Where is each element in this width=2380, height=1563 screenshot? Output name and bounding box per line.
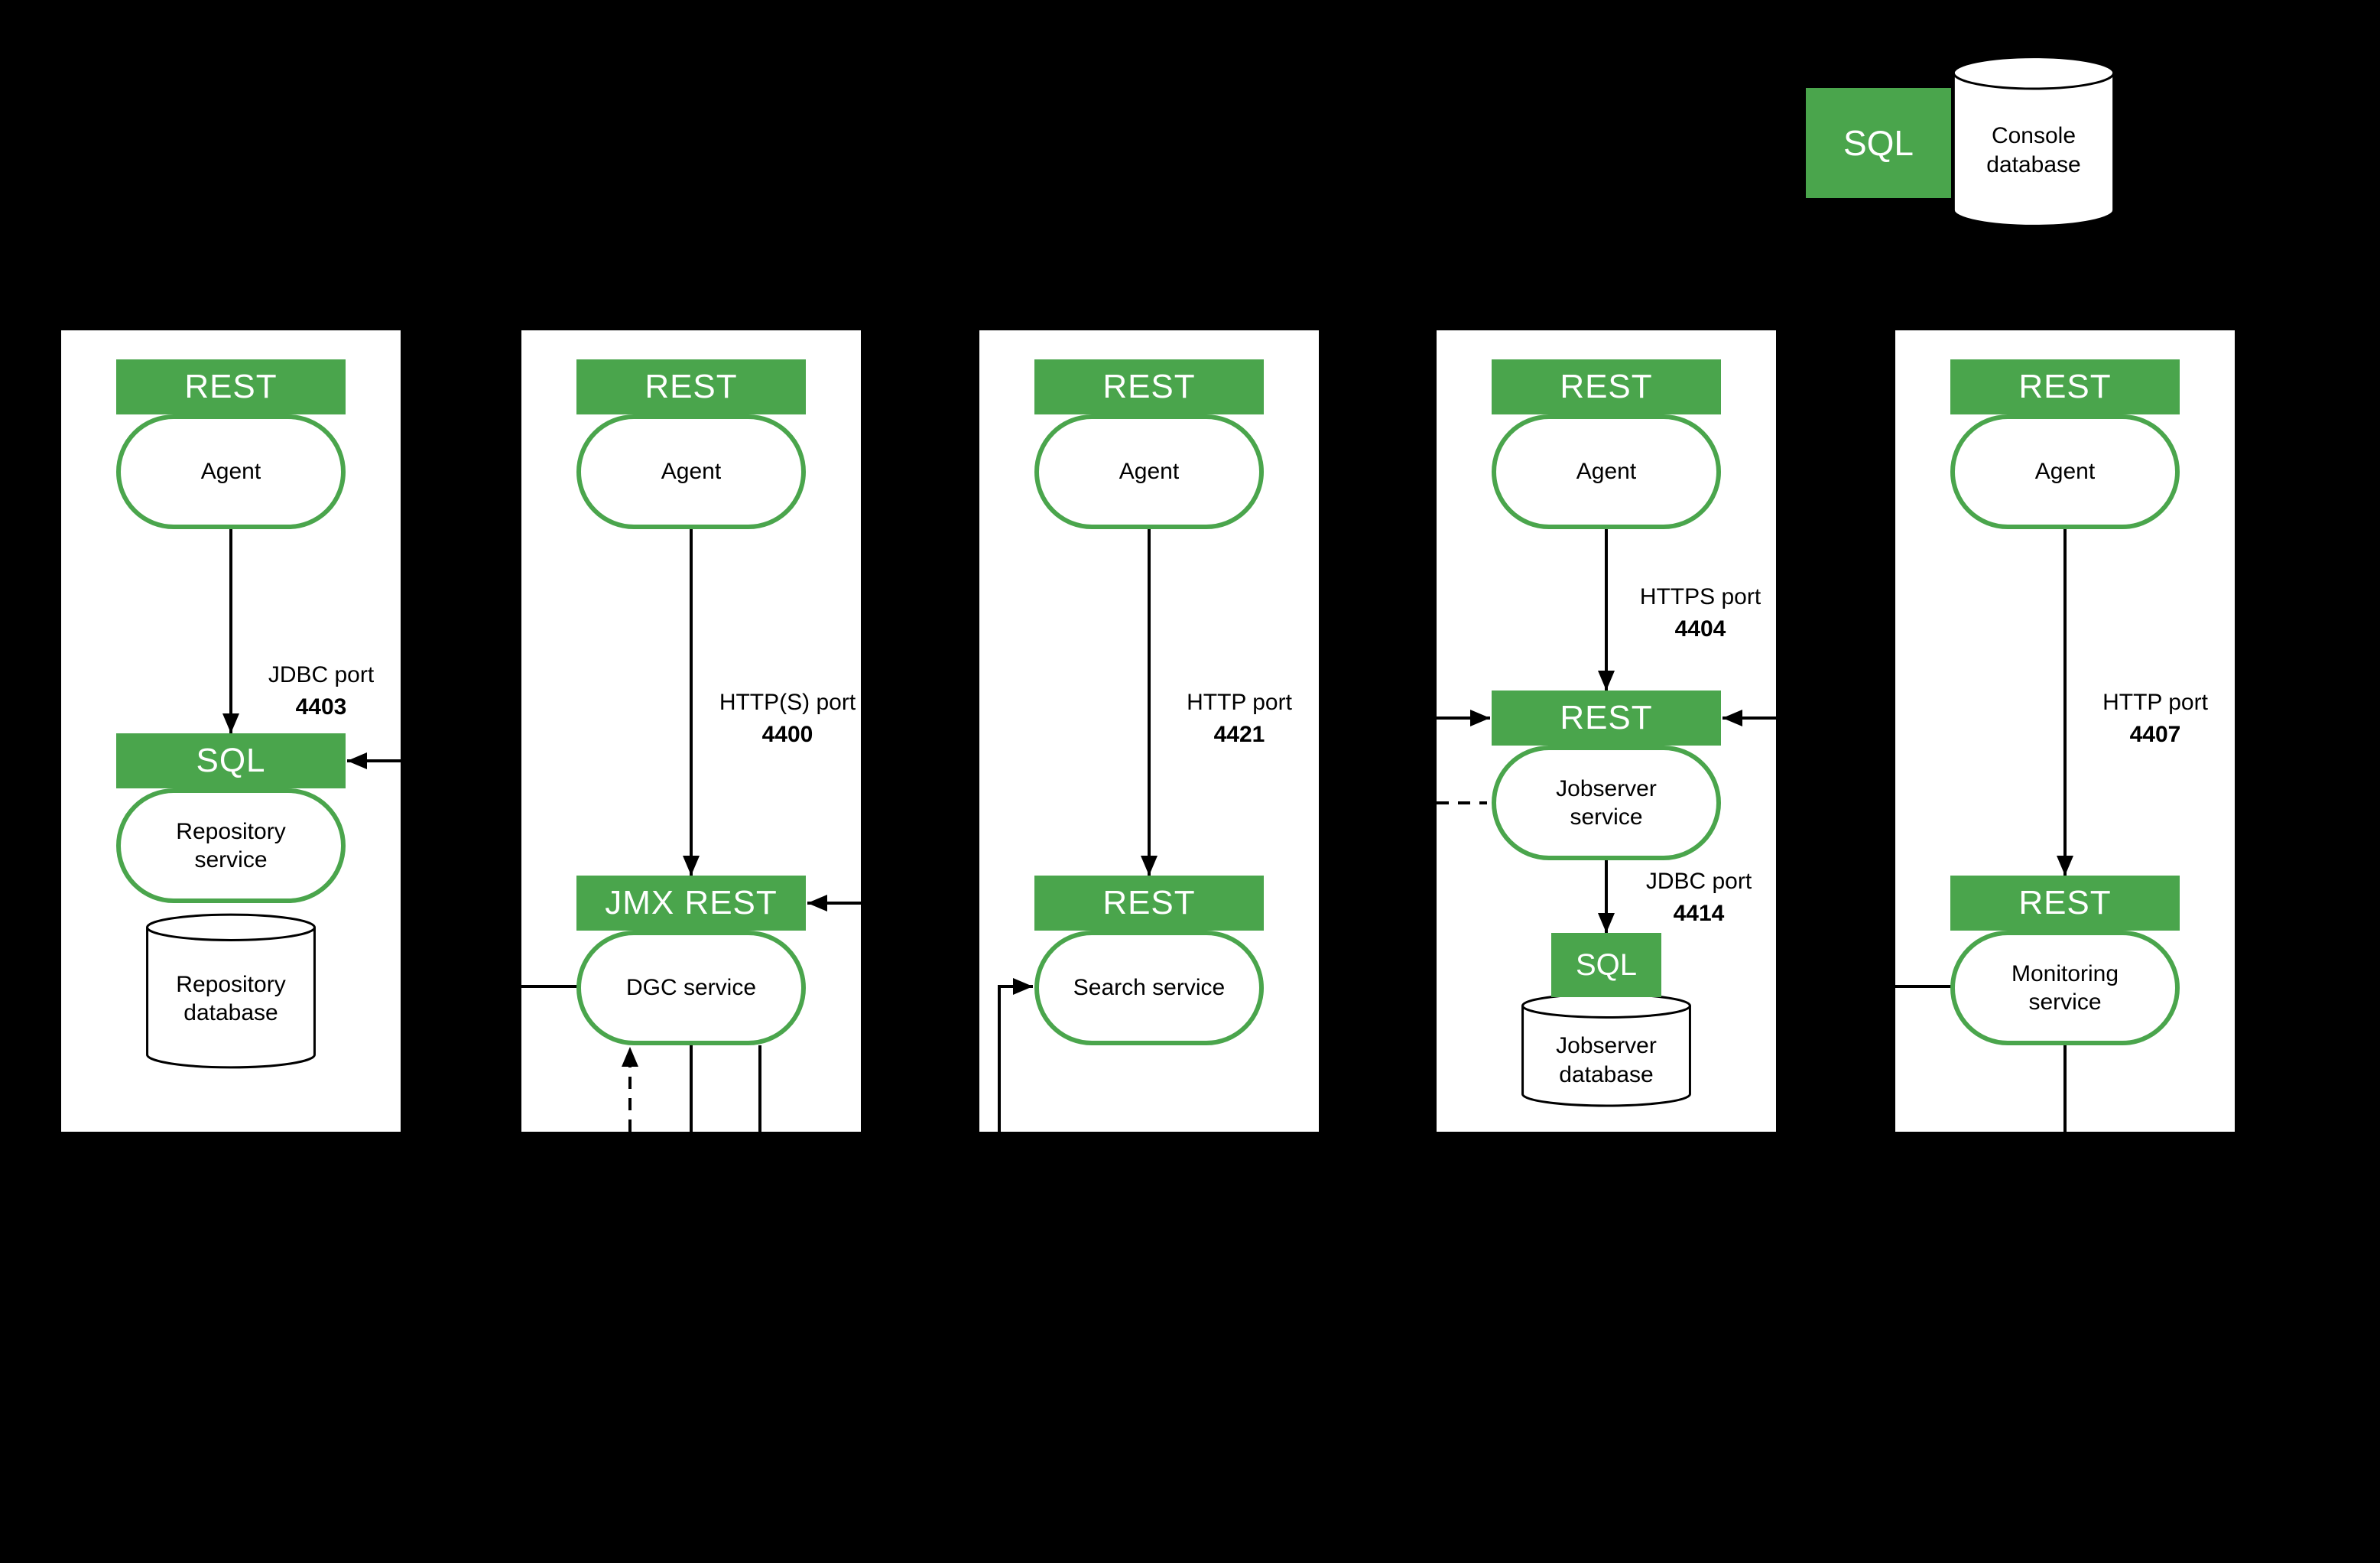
dgc-service-label: DGC service [625,975,757,1001]
port-protocol-text: JDBC port [268,662,375,687]
search-agent-pill: Agent [1034,414,1264,529]
jobserver-service-label: Jobserver service [1556,775,1657,830]
panel-jobserver: REST Agent HTTPS port 4404 REST Jobserve… [1437,330,1776,1132]
repository-service-label: Repository service [176,818,286,873]
repository-rest-box: REST [116,359,346,414]
search-service-label: Search service [1073,975,1226,1001]
repository-agent-label: Agent [200,459,261,485]
port-number-text: 4403 [295,694,347,720]
monitoring-service-pill: Monitoring service [1950,931,2180,1045]
dgc-rest-box: REST [576,359,806,414]
jobserver-jdbc-port-label: JDBC port 4414 [1626,866,1771,930]
monitoring-service-rest-box: REST [1950,876,2180,931]
dgc-jmx-rest-box: JMX REST [576,876,806,931]
dgc-jmx-rest-label: JMX REST [605,884,778,921]
dgc-agent-pill: Agent [576,414,806,529]
port-number-text: 4404 [1674,616,1726,642]
jobserver-rest-label: REST [1560,368,1653,405]
repository-port-label: JDBC port 4403 [245,659,398,723]
search-agent-label: Agent [1119,459,1180,485]
jobserver-sql-label: SQL [1575,947,1638,982]
port-protocol-text: HTTP port [2102,690,2208,715]
monitoring-rest-label: REST [2018,368,2112,405]
cylinder-shape [144,911,318,1071]
port-number-text: 4400 [761,722,813,747]
search-rest-label: REST [1102,368,1196,405]
port-protocol-text: JDBC port [1645,869,1752,894]
search-port-label: HTTP port 4421 [1163,687,1316,751]
port-number-text: 4407 [2129,722,2181,747]
port-number-text: 4421 [1213,722,1265,747]
console-database-label: Console database [1986,123,2081,177]
dgc-agent-label: Agent [661,459,722,485]
jobserver-service-pill: Jobserver service [1492,746,1721,860]
jobserver-database-cylinder: Jobserver database [1519,992,1693,1108]
jobserver-rest-box: REST [1492,359,1721,414]
port-number-text: 4414 [1673,901,1725,926]
arrow-into-search-left [998,978,1033,1132]
repository-database-cylinder: Repository database [144,911,318,1071]
jobserver-agent-label: Agent [1576,459,1637,485]
panel-monitoring: REST Agent HTTP port 4407 REST Monitorin… [1895,330,2235,1132]
jobserver-https-port-label: HTTPS port 4404 [1620,581,1781,645]
panel-dgc: REST Agent HTTP(S) port 4400 JMX REST DG… [521,330,861,1132]
monitoring-service-label: Monitoring service [2011,960,2119,1015]
search-rest-box: REST [1034,359,1264,414]
panel-search: REST Agent HTTP port 4421 REST Search se… [979,330,1319,1132]
monitoring-agent-label: Agent [2034,459,2096,485]
repository-service-pill: Repository service [116,788,346,903]
dgc-rest-label: REST [645,368,738,405]
jobserver-service-rest-box: REST [1492,691,1721,746]
repository-sql-box: SQL [116,733,346,788]
monitoring-agent-pill: Agent [1950,414,2180,529]
monitoring-rest-box: REST [1950,359,2180,414]
jobserver-database-label: Jobserver database [1556,1033,1657,1087]
port-protocol-text: HTTPS port [1639,584,1761,609]
port-protocol-text: HTTP(S) port [719,690,856,715]
console-sql-label: SQL [1843,123,1914,163]
repository-database-label: Repository database [176,971,286,1026]
repository-agent-pill: Agent [116,414,346,529]
dgc-port-label: HTTP(S) port 4400 [696,687,879,751]
search-service-pill: Search service [1034,931,1264,1045]
monitoring-service-rest-label: REST [2018,884,2112,921]
monitoring-port-label: HTTP port 4407 [2079,687,2232,751]
cylinder-shape [1950,54,2117,229]
port-protocol-text: HTTP port [1187,690,1292,715]
console-database-cylinder: Console database [1950,54,2117,229]
panel-repository: REST Agent JDBC port 4403 SQL Repository… [61,330,401,1132]
search-service-rest-box: REST [1034,876,1264,931]
jobserver-service-rest-label: REST [1560,699,1653,736]
console-sql-box: SQL [1806,88,1951,198]
dgc-service-pill: DGC service [576,931,806,1045]
repository-sql-label: SQL [196,742,266,779]
jobserver-agent-pill: Agent [1492,414,1721,529]
repository-rest-label: REST [184,368,278,405]
search-service-rest-label: REST [1102,884,1196,921]
jobserver-sql-box: SQL [1551,933,1661,997]
